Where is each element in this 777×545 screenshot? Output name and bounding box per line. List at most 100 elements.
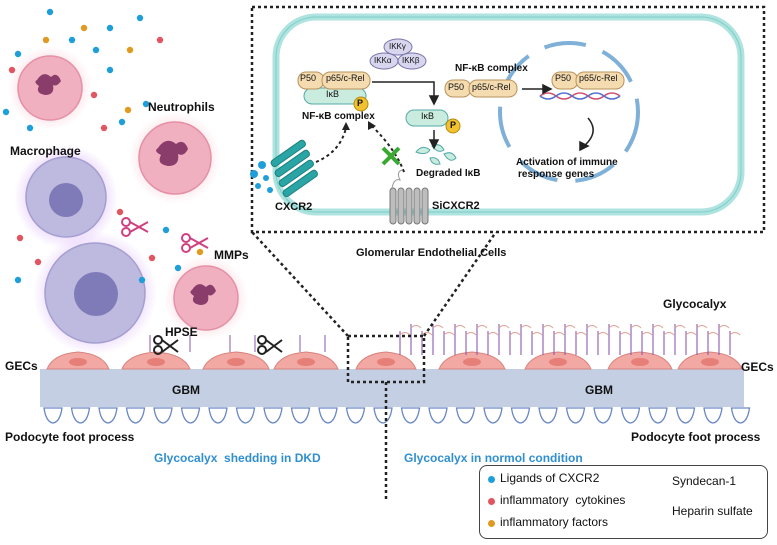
nucleus xyxy=(498,41,640,183)
heparin-chain xyxy=(641,332,653,336)
ikb-label: IκB xyxy=(326,89,340,99)
heparin-chain xyxy=(498,325,510,329)
p65-label: p65/c-Rel xyxy=(326,73,365,83)
heparin-chain xyxy=(421,332,433,336)
heparin-chain xyxy=(663,332,675,336)
heparin-chain xyxy=(597,332,609,336)
cell-nucleus xyxy=(701,358,719,366)
nfkb-complex-label-left: NF-κB complex xyxy=(302,111,375,122)
podocyte-foot xyxy=(70,407,91,424)
activation-label-line1: Activation of immune xyxy=(516,157,618,168)
ligand-molecule xyxy=(136,14,144,22)
cytokine-legend-swatch xyxy=(488,498,495,505)
ligand-molecule xyxy=(118,118,126,126)
factor-legend-swatch xyxy=(488,520,495,527)
podocyte-foot xyxy=(703,407,723,424)
heparin-chain xyxy=(729,332,741,336)
arrow-head xyxy=(368,121,376,130)
macrophage-label: Macrophage xyxy=(10,144,81,158)
cytokine-molecule xyxy=(8,66,16,74)
scissors-icon xyxy=(121,217,149,237)
heparin-chain xyxy=(399,332,411,336)
cytokine-molecule xyxy=(116,208,124,216)
sicxcr2-label: SiCXCR2 xyxy=(432,200,480,212)
sicxcr2-receptor xyxy=(389,169,429,225)
cell-nucleus xyxy=(69,358,87,366)
ligand-molecule xyxy=(14,50,22,58)
heparin-chain xyxy=(652,325,664,329)
heparin-chain xyxy=(531,332,543,336)
heparin-chain xyxy=(443,332,455,336)
heparin-chain xyxy=(509,332,521,336)
legend-factors: inflammatory factors xyxy=(500,515,609,529)
ligand-legend-swatch xyxy=(488,476,495,483)
ligand-molecule xyxy=(162,226,170,234)
heparin-chain xyxy=(718,325,730,329)
mmps-label: MMPs xyxy=(214,248,249,262)
caption-left: Glycocalyx shedding in DKD xyxy=(154,451,321,465)
cell-nucleus xyxy=(549,358,567,366)
p65-label: p65/c-Rel xyxy=(472,82,511,92)
cxcr2-receptor xyxy=(270,139,318,198)
podocyte-foot xyxy=(125,407,146,424)
ligand-molecule xyxy=(2,108,10,116)
cytokine-molecule xyxy=(90,91,98,99)
ligand-molecule xyxy=(142,100,150,108)
hpse-label: HPSE xyxy=(165,325,198,339)
gbm-label-right: GBM xyxy=(585,383,613,397)
p50-label: P50 xyxy=(448,82,465,92)
heparin-chain xyxy=(685,332,697,336)
cytokine-molecule xyxy=(34,258,42,266)
gbm-layer xyxy=(40,369,744,407)
ikka-label: IKKα xyxy=(374,56,392,65)
podocyte-foot xyxy=(345,407,366,424)
ligand-molecule xyxy=(106,66,114,74)
dashed-arrows xyxy=(315,125,405,173)
neutrophil-top xyxy=(8,46,92,130)
podocyte-label-right: Podocyte foot process xyxy=(631,430,761,444)
inset-panel xyxy=(250,5,766,234)
heparin-chain xyxy=(476,325,488,329)
podocyte-foot xyxy=(565,407,586,424)
podocyte-foot xyxy=(153,407,173,424)
activation-label-line2: response genes xyxy=(518,169,595,180)
macrophage-lower xyxy=(33,231,157,355)
cytokine-molecule xyxy=(156,36,164,44)
podocyte-foot xyxy=(593,407,613,424)
neutrophil-lower xyxy=(164,256,248,340)
degraded-ikb-label: Degraded IκB xyxy=(416,168,481,179)
p50-label: P50 xyxy=(300,73,317,83)
ikky-label: IKKγ xyxy=(389,42,406,51)
cell-nucleus xyxy=(147,358,165,366)
podocyte-foot xyxy=(373,407,393,424)
podocyte-foot xyxy=(510,407,531,424)
ikkb-label: IKKβ xyxy=(402,56,420,65)
legend-ligands: Ligands of CXCR2 xyxy=(500,471,600,485)
podocyte-foot xyxy=(263,407,283,424)
phosphate-label: P xyxy=(450,120,457,130)
heparin-chain xyxy=(674,325,686,329)
cell-nucleus xyxy=(297,358,315,366)
factor-molecule xyxy=(126,46,134,54)
legend: Ligands of CXCR2 inflammatory cytokines … xyxy=(479,465,768,539)
podocyte-foot xyxy=(428,407,448,424)
ikk-complex xyxy=(369,38,427,70)
ligand-molecule xyxy=(68,36,76,44)
free-ikb xyxy=(405,109,461,134)
caption-right: Glycocalyx in normol condition xyxy=(404,451,583,465)
nfkb-complex-nucleus xyxy=(551,71,625,90)
cytokine-molecule xyxy=(16,234,24,242)
ligand-molecule xyxy=(26,124,34,132)
scissors-icon xyxy=(257,335,283,355)
neutrophils-label: Neutrophils xyxy=(148,100,215,114)
podocyte-foot xyxy=(235,407,256,424)
heparin-chain xyxy=(553,332,565,336)
factor-molecule xyxy=(124,106,132,114)
cytokine-molecule xyxy=(100,124,108,132)
legend-cytokines: inflammatory cytokines xyxy=(500,493,626,507)
heparin-chain xyxy=(586,325,598,329)
cell-nucleus xyxy=(377,358,395,366)
scattered-molecules xyxy=(2,8,204,284)
podocyte-foot xyxy=(400,407,421,424)
inset-cell-membrane xyxy=(272,13,745,216)
